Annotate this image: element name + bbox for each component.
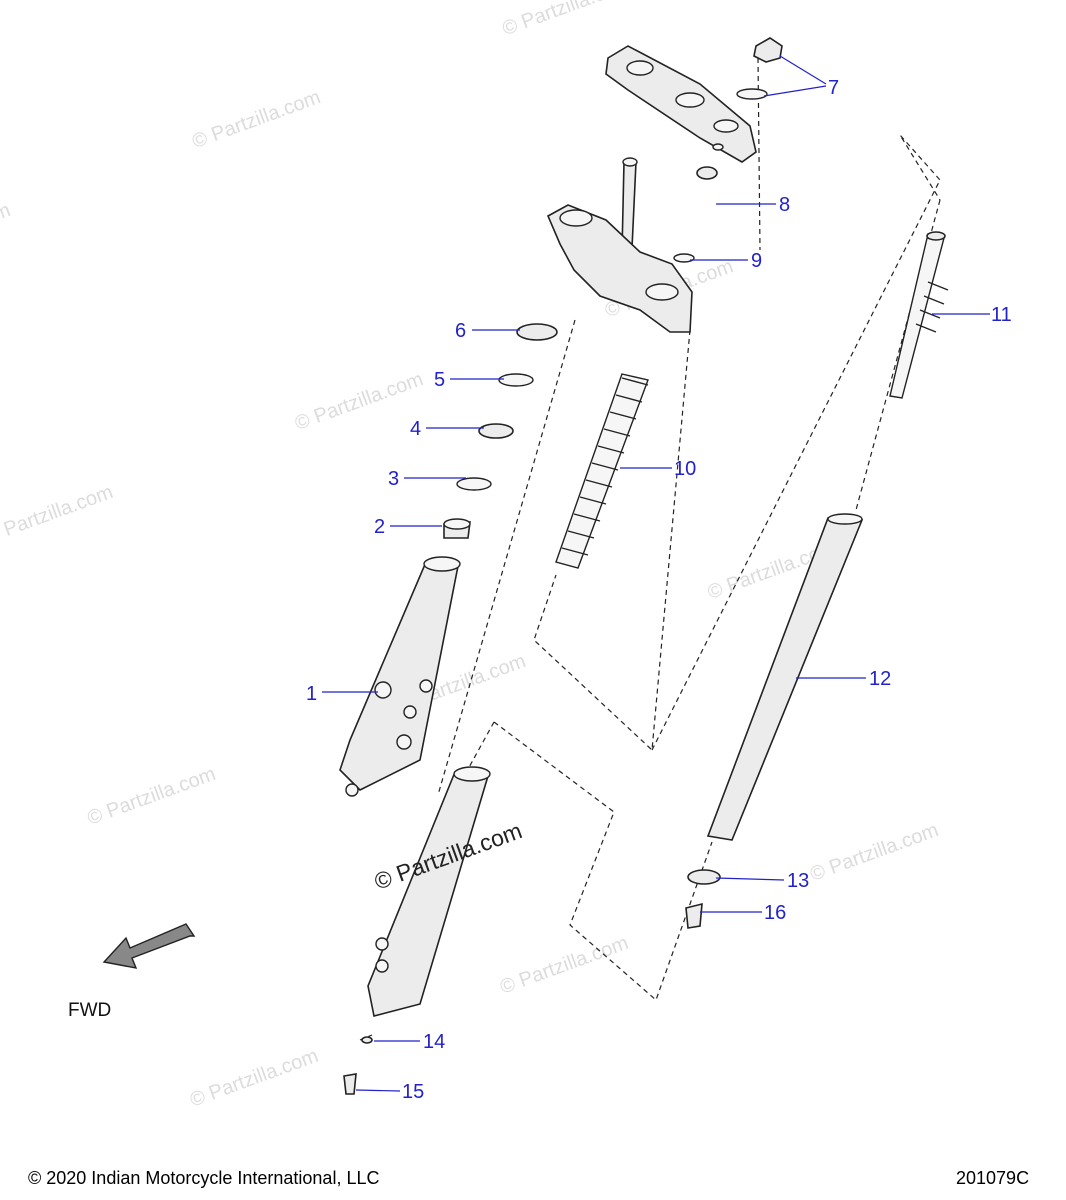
fork-seal-stack	[443, 323, 558, 539]
direction-label: FWD	[68, 1000, 112, 1021]
callout-2: 2	[374, 516, 385, 538]
watermark: © Partzilla.com	[189, 86, 323, 153]
stem-nut-and-washer	[673, 166, 718, 263]
callout-5: 5	[434, 369, 445, 391]
fork-slider-left	[367, 766, 491, 1017]
callout-13: 13	[787, 870, 809, 892]
callouts: 1 2 3 4 5 6 7 8 9 10 11 12 13 14 15 16	[306, 77, 1012, 1103]
callout-6: 6	[455, 320, 466, 342]
callout-8: 8	[779, 194, 790, 216]
watermark: © Partzilla.com	[497, 932, 631, 999]
damper-cartridge	[889, 231, 949, 399]
watermark: © Partzilla.com	[499, 0, 633, 40]
watermark: © Partzilla.com	[807, 819, 941, 886]
lower-triple-clamp	[546, 157, 693, 333]
assembly-axes	[359, 57, 941, 1041]
upper-triple-clamp	[605, 37, 783, 163]
forward-arrow-icon	[102, 923, 196, 969]
watermark: © Partzilla.com	[0, 199, 13, 266]
watermark: © Partzilla.com	[187, 1045, 321, 1112]
fork-slider-right	[339, 556, 461, 797]
callout-12: 12	[869, 668, 891, 690]
leader-lines	[322, 55, 990, 1092]
diagram-code: 201079C	[956, 1168, 1030, 1188]
watermark: © Partzilla.com	[84, 763, 218, 830]
callout-15: 15	[402, 1081, 424, 1103]
callout-9: 9	[751, 250, 762, 272]
callout-16: 16	[764, 902, 786, 924]
callout-4: 4	[410, 418, 421, 440]
bushing-and-bolt	[685, 869, 721, 929]
drain-screw-and-bolt	[343, 1036, 373, 1095]
callout-14: 14	[423, 1031, 445, 1053]
callout-1: 1	[306, 683, 317, 705]
callout-3: 3	[388, 468, 399, 490]
callout-11: 11	[991, 304, 1012, 326]
callout-10: 10	[674, 458, 696, 480]
fork-spring	[555, 373, 649, 569]
watermark: © Partzilla.com	[0, 481, 116, 548]
callout-7: 7	[828, 77, 839, 99]
copyright-notice: © 2020 Indian Motorcycle International, …	[28, 1168, 380, 1188]
fork-tube	[706, 513, 864, 841]
watermark: © Partzilla.com	[292, 368, 426, 435]
